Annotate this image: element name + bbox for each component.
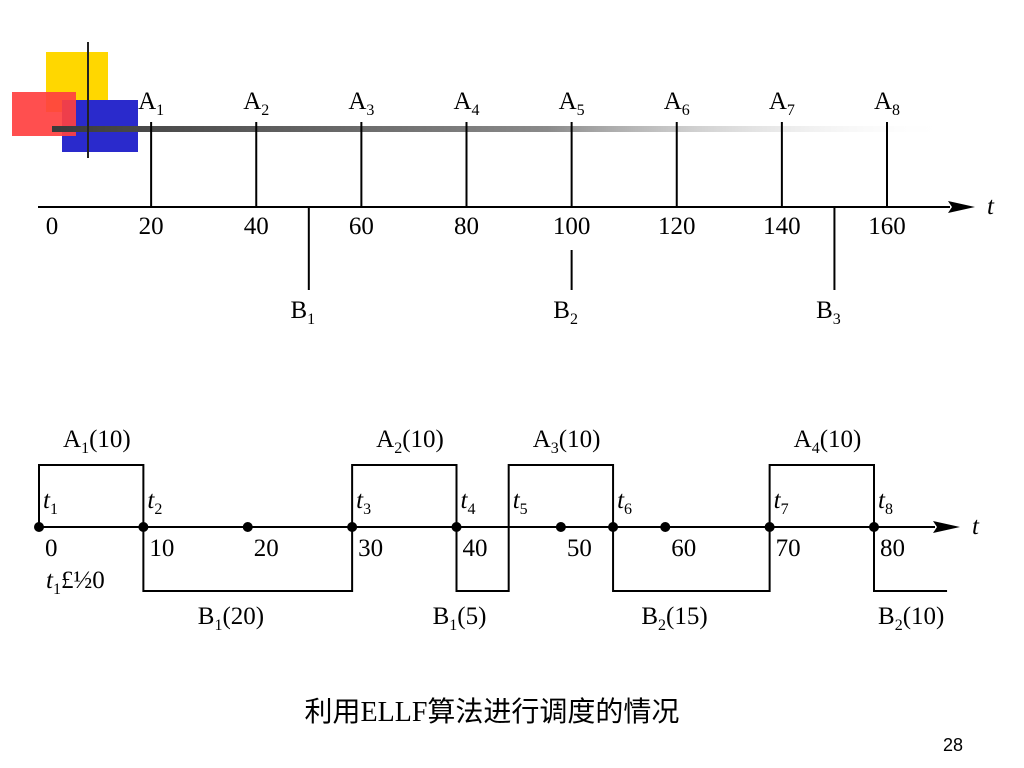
a-arrival-label: A6 — [664, 88, 690, 119]
a-arrival-label: A8 — [874, 88, 900, 119]
bottom-tick-label: 20 — [254, 535, 279, 562]
top-tick-label: 120 — [658, 213, 696, 240]
time-dot — [555, 522, 566, 532]
page-number: 28 — [943, 735, 963, 755]
top-tick-labels: 20 40 60 80 100 120 140 160 — [139, 213, 906, 240]
upper-block-label: A2(10) — [376, 426, 444, 457]
t-marker-label: t6 — [617, 487, 632, 518]
bottom-axis-arrow — [933, 521, 960, 533]
lower-block-label: B2(10) — [878, 603, 944, 634]
lower-block-label: B1(20) — [198, 603, 264, 634]
upper-block-label: A4(10) — [794, 426, 862, 457]
top-tick-label: 60 — [349, 213, 374, 240]
time-dot — [347, 522, 358, 532]
bottom-tick-labels: 0 10 20 30 40 50 60 70 80 — [45, 535, 905, 562]
top-tick-label: 20 — [139, 213, 164, 240]
top-b-arrivals: B1 B2 B3 — [290, 207, 841, 328]
bottom-tick-label: 10 — [149, 535, 174, 562]
bottom-schedule: t A1(10) A2(10) A3(10) A4(10) B1(20) B1(5) B2… — [34, 426, 980, 634]
b-arrival-label: B3 — [816, 297, 841, 328]
top-a-arrivals: A1 A2 A3 A4 A5 A6 A7 A8 — [138, 88, 900, 207]
upper-block-label: A3(10) — [533, 426, 601, 457]
caption: 利用ELLF算法进行调度的情况 — [305, 696, 680, 728]
logo-fade-bar — [52, 126, 952, 132]
a-arrival-label: A1 — [138, 88, 164, 119]
lower-block — [142, 527, 354, 592]
t-marker-label: t5 — [513, 487, 528, 518]
top-tick-label: 80 — [454, 213, 479, 240]
a-arrival-label: A7 — [769, 88, 795, 119]
time-dot — [608, 522, 619, 532]
time-dot — [451, 522, 462, 532]
bottom-tick-label: 80 — [880, 535, 905, 562]
t-marker-label: t4 — [461, 487, 476, 518]
top-tick-label: 100 — [553, 213, 591, 240]
top-tick-label: 140 — [763, 213, 801, 240]
lower-block-label: B1(5) — [433, 603, 487, 634]
time-dot — [764, 522, 775, 532]
bottom-tick-label: 0 — [45, 535, 58, 562]
bottom-upper-blocks: A1(10) A2(10) A3(10) A4(10) — [38, 426, 875, 527]
lower-block — [873, 527, 948, 592]
a-arrival-label: A5 — [559, 88, 585, 119]
bottom-tick-label: 70 — [776, 535, 801, 562]
lower-block — [455, 527, 510, 592]
t-marker-label: t1 — [43, 487, 58, 518]
upper-block — [768, 464, 875, 527]
corner-logo — [12, 42, 952, 158]
upper-block — [351, 464, 458, 527]
time-dot — [660, 522, 671, 532]
a-arrival-label: A2 — [243, 88, 269, 119]
t-marker-label: t8 — [878, 487, 893, 518]
time-dot — [34, 522, 44, 532]
upper-block-label: A1(10) — [63, 426, 131, 457]
time-dot — [138, 522, 149, 532]
top-tick-label: 160 — [868, 213, 906, 240]
a-arrival-label: A3 — [348, 88, 374, 119]
t-marker-label: t7 — [774, 487, 789, 518]
lower-block — [612, 527, 771, 592]
top-origin-label: 0 — [46, 213, 59, 240]
top-axis-label: t — [987, 193, 995, 220]
time-dot — [242, 522, 253, 532]
bottom-tick-label: 30 — [358, 535, 383, 562]
bottom-tick-label: 60 — [671, 535, 696, 562]
time-dot — [869, 522, 879, 532]
b-arrival-label: B1 — [290, 297, 315, 328]
top-axis-arrow — [948, 201, 975, 213]
a-arrival-label: A4 — [453, 88, 479, 119]
bottom-axis-label: t — [972, 513, 980, 540]
bottom-t-markers: t1 t2 t3 t4 t5 t6 t7 t8 — [43, 487, 893, 518]
upper-block — [38, 464, 145, 527]
t-marker-label: t2 — [147, 487, 162, 518]
bottom-dots — [34, 522, 879, 532]
t-marker-label: t3 — [356, 487, 371, 518]
upper-block — [507, 464, 615, 527]
top-tick-label: 40 — [244, 213, 269, 240]
bottom-lower-blocks: B1(20) B1(5) B2(15) B2(10) — [142, 527, 948, 634]
bottom-tick-label: 50 — [567, 535, 592, 562]
bottom-note: t1£½0 — [46, 567, 105, 598]
bottom-tick-label: 40 — [463, 535, 488, 562]
lower-block-label: B2(15) — [641, 603, 707, 634]
b-arrival-label: B2 — [553, 297, 578, 328]
